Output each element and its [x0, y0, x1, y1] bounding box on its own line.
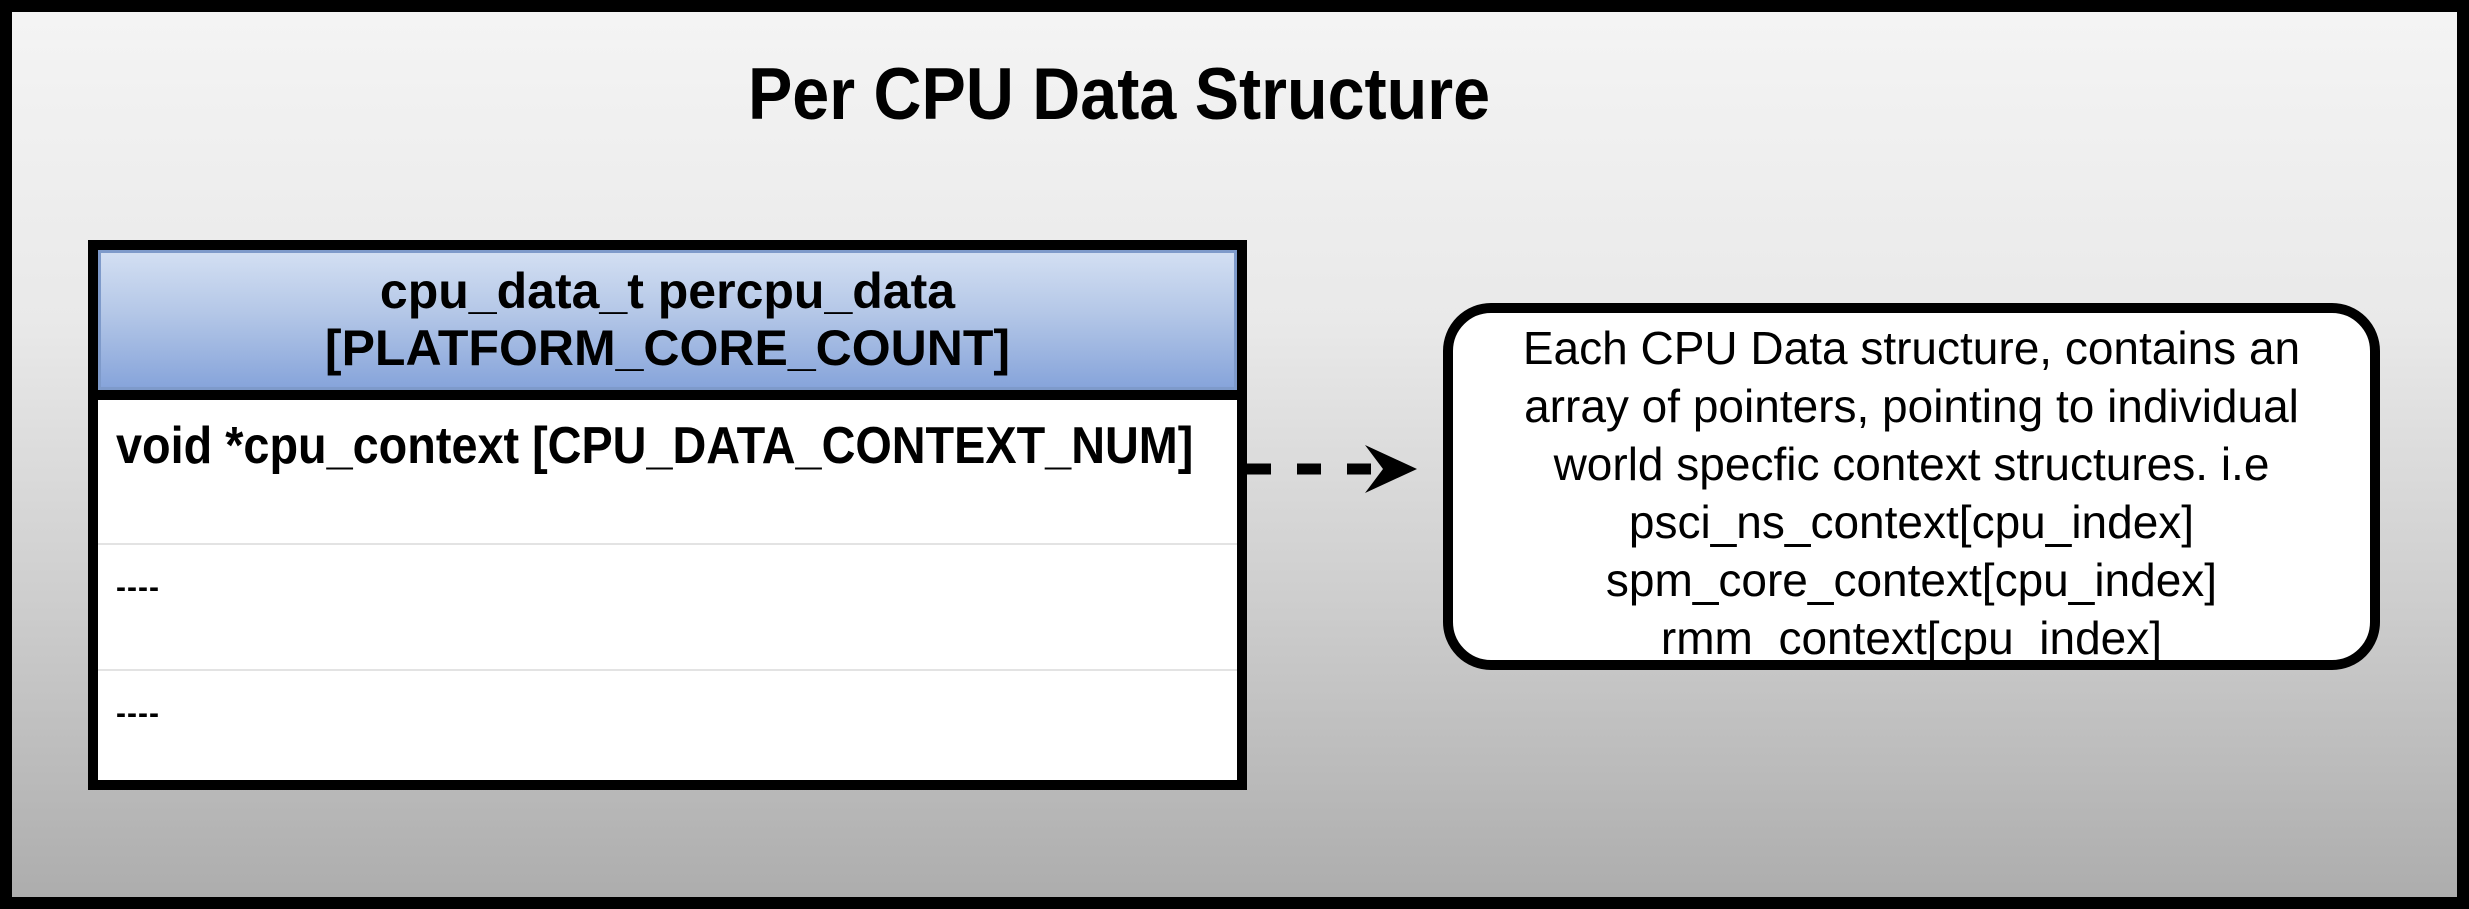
cpu-context-cell-text: void *cpu_context [CPU_DATA_CONTEXT_NUM]: [116, 417, 1194, 475]
note-line: psci_ns_context[cpu_index]: [1628, 496, 2195, 548]
note-line: spm_core_context[cpu_index]: [1605, 554, 2218, 606]
dashed-arrow-icon: [1247, 445, 1417, 493]
table-row-cpu-context: void *cpu_context [CPU_DATA_CONTEXT_NUM]: [98, 400, 1237, 545]
page-title: Per CPU Data Structure: [748, 54, 1491, 135]
table-header: cpu_data_t percpu_data [PLATFORM_CORE_CO…: [98, 250, 1237, 400]
note-line: world specfic context structures. i.e: [1553, 438, 2270, 490]
table-header-line2: [PLATFORM_CORE_COUNT]: [324, 320, 1011, 376]
cpu-data-note: Each CPU Data structure, contains an arr…: [1443, 303, 2380, 670]
table-header-line1: cpu_data_t percpu_data: [379, 263, 956, 319]
note-line: Each CPU Data structure, contains an: [1522, 322, 2301, 374]
note-line: array of pointers, pointing to individua…: [1524, 380, 2299, 432]
table-row-placeholder-2: ----: [98, 671, 1237, 780]
note-line: rmm_context[cpu_index]: [1660, 612, 2163, 664]
percpu-data-table: cpu_data_t percpu_data [PLATFORM_CORE_CO…: [88, 240, 1247, 790]
table-row-placeholder-1: ----: [98, 545, 1237, 671]
